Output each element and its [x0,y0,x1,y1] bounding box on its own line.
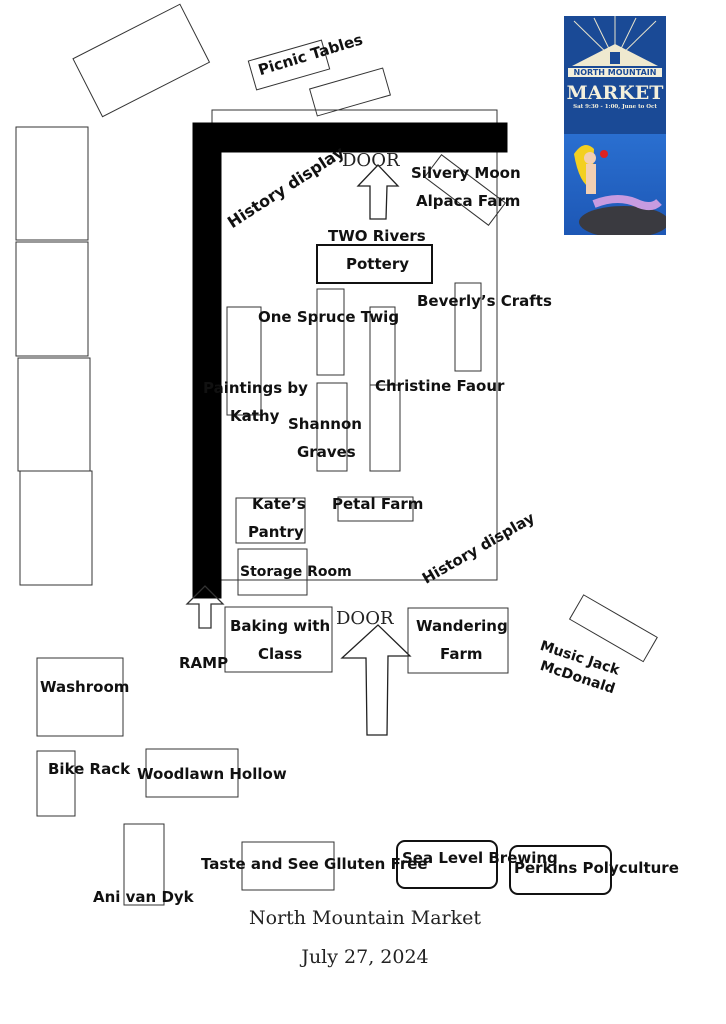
barn-sunrise-icon [572,16,658,66]
label-pantry: Pantry [248,523,304,541]
pottery-stall [316,244,433,284]
label-petal-farm: Petal Farm [332,495,424,513]
kates-stall [235,497,306,544]
poster-hours: Sat 9:30 - 1:00, June to Oct [573,103,657,110]
left-stall-1 [15,126,89,241]
taste-stall [241,841,335,891]
label-kathy: Kathy [230,407,280,425]
wandering-stall [407,607,509,674]
door-arrow-top [356,164,400,220]
label-pottery: Pottery [346,255,409,273]
mermaid-illustration [564,134,666,235]
poster-brand: NORTH MOUNTAIN [568,68,662,77]
poster-title: MARKET [566,82,664,104]
picnic-table-1 [247,39,331,91]
label-farm: Farm [440,645,483,663]
picnic-table-2 [308,67,392,117]
footer-date: July 27, 2024 [301,946,429,968]
label-alpaca-farm: Alpaca Farm [416,192,521,210]
washroom [36,657,124,737]
label-shannon: Shannon [288,415,362,433]
label-door-top: DOOR [342,150,400,171]
beverly-stall [454,282,482,372]
one-spruce-stall [316,288,345,376]
label-graves: Graves [297,443,356,461]
left-stall-2 [15,241,89,357]
ramp-arrow [185,585,225,629]
christine-stall [369,384,401,472]
label-wandering: Wandering [416,617,508,635]
label-christine-faour: Christine Faour [375,377,505,395]
label-kates: Kate’s [252,495,306,513]
label-baking-with: Baking with [230,617,331,635]
label-taste-and-see: Taste and See Glluten Free [201,855,428,873]
label-door-bottom: DOOR [336,608,394,629]
label-washroom: Washroom [40,678,130,696]
petal-stall [337,496,414,522]
label-storage-room: Storage Room [240,564,352,580]
label-woodlawn-hollow: Woodlawn Hollow [137,765,287,783]
woodlawn-stall [145,748,239,798]
top-left-stall [72,3,211,118]
label-ramp: RAMP [179,654,229,672]
baking-stall [224,606,333,673]
label-silvery-moon: Silvery Moon [411,164,521,182]
sea-level-stall [396,840,498,889]
label-two-rivers: TWO Rivers [328,227,426,245]
silvery-moon-stall [423,154,507,226]
left-stall-3 [17,357,91,472]
market-poster: NORTH MOUNTAIN MARKET Sat 9:30 - 1:00, J… [564,16,666,235]
label-bike-rack: Bike Rack [48,760,131,778]
footer-title: North Mountain Market [249,907,481,929]
bike-rack [36,750,76,817]
label-one-spruce-twig: One Spruce Twig [258,308,400,326]
storage-room [237,548,308,596]
perkins-stall [509,845,612,895]
label-ani-van-dyk: Ani van Dyk [93,888,194,906]
left-stall-4 [19,470,93,586]
label-perkins-polyculture: Perkins Polyculture [514,859,679,877]
label-sea-level-brewing: Sea Level Brewing [402,849,558,867]
music-stall [568,594,658,663]
door-arrow-bottom [340,624,412,736]
label-beverlys-crafts: Beverly’s Crafts [417,292,552,310]
label-class: Class [258,645,303,663]
label-paintings-by: Paintings by [203,379,308,397]
ani-stall [123,823,165,906]
paintings-stall [226,306,262,416]
shannon-stall [316,382,348,472]
